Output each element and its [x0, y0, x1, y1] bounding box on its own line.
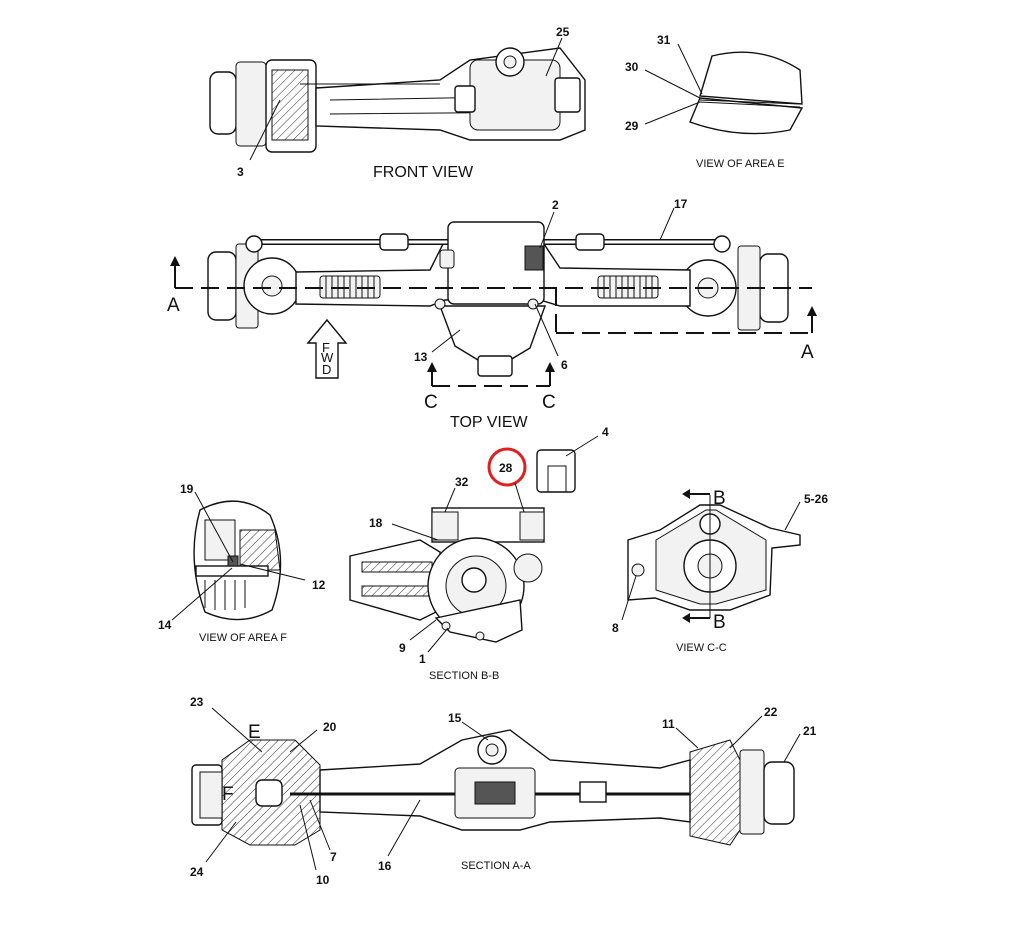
leader-5-26 [784, 501, 801, 531]
callout-4: 4 [602, 425, 609, 439]
callout-5-26: 5-26 [804, 492, 828, 506]
callout-6: 6 [561, 358, 568, 372]
callout-2: 2 [552, 198, 559, 212]
callout-18: 18 [369, 516, 383, 530]
top-view-title: TOP VIEW [450, 414, 529, 431]
leader-8 [621, 575, 637, 621]
leader-23 [211, 707, 263, 753]
callout-13: 13 [414, 350, 428, 364]
callout-8: 8 [612, 621, 619, 635]
leader-20 [289, 729, 318, 753]
leader-16 [387, 799, 421, 857]
callout-12: 12 [312, 578, 326, 592]
callout-9: 9 [399, 641, 406, 655]
leader-2 [539, 211, 555, 249]
leader-18 [391, 523, 439, 541]
leader-14 [171, 567, 233, 621]
leader-28 [514, 482, 525, 513]
leader-4 [565, 435, 599, 457]
callout-3: 3 [237, 165, 244, 179]
leader-3 [249, 99, 281, 161]
callout-1: 1 [419, 652, 426, 666]
callout-7: 7 [330, 850, 337, 864]
leader-9 [409, 619, 437, 641]
callout-25: 25 [556, 25, 570, 39]
section-aa-title: SECTION A-A [461, 860, 531, 872]
fwd-letter-w: W [321, 350, 334, 365]
view-cc-drawing [627, 495, 801, 618]
leader-21 [783, 733, 801, 763]
callout-23: 23 [190, 695, 204, 709]
area-f-title: VIEW OF AREA F [199, 632, 287, 644]
callout-30: 30 [625, 60, 639, 74]
section-letter-c-left: C [424, 392, 438, 413]
callout-16: 16 [378, 859, 392, 873]
leader-25 [545, 37, 563, 77]
callout-17: 17 [674, 197, 688, 211]
leader-29 [644, 101, 701, 125]
section-letter-a-right: A [801, 342, 814, 363]
fwd-letter-d: D [322, 362, 331, 377]
leader-1 [427, 627, 449, 653]
callout-21: 21 [803, 724, 817, 738]
callout-32: 32 [455, 475, 469, 489]
section-letter-b-top: B [713, 488, 726, 509]
section-letter-e: E [248, 722, 261, 743]
leader-13 [431, 329, 461, 353]
leader-19 [194, 491, 234, 563]
leader-22 [729, 715, 763, 749]
callout-15: 15 [448, 711, 462, 725]
callout-10: 10 [316, 873, 330, 887]
section-letter-a-left: A [167, 295, 180, 316]
fwd-arrow-icon [306, 318, 348, 379]
leader-10 [299, 804, 317, 871]
fwd-letter-f: F [322, 340, 330, 355]
section-letter-c-right: C [542, 392, 556, 413]
section-aa-drawing [191, 729, 795, 846]
leader-31 [677, 43, 703, 95]
leader-6 [534, 303, 559, 357]
highlight-circle-28 [487, 447, 527, 487]
section-bb-title: SECTION B-B [429, 670, 499, 682]
leader-17 [659, 207, 675, 241]
callout-19: 19 [180, 482, 194, 496]
front-view-title: FRONT VIEW [373, 164, 474, 181]
leader-30 [644, 69, 701, 99]
area-f-drawing [193, 500, 282, 621]
top-view-drawing [207, 221, 789, 377]
callout-28: 28 [499, 461, 513, 475]
leader-11 [675, 727, 699, 749]
leader-7 [309, 799, 331, 851]
callout-31: 31 [657, 33, 671, 47]
callout-29: 29 [625, 119, 639, 133]
leader-32 [444, 487, 456, 513]
section-letter-f: F [222, 784, 234, 805]
leader-24 [205, 821, 237, 863]
front-view-drawing [209, 47, 586, 153]
view-cc-title: VIEW C-C [676, 642, 727, 654]
callout-11: 11 [662, 717, 675, 731]
section-bb-drawing [349, 449, 576, 643]
area-e-title: VIEW OF AREA E [696, 158, 785, 170]
callout-24: 24 [190, 865, 204, 879]
callout-20: 20 [323, 720, 337, 734]
callout-14: 14 [158, 618, 172, 632]
section-letter-b-bottom: B [713, 612, 726, 633]
callout-22: 22 [764, 705, 778, 719]
leader-12 [239, 563, 306, 581]
area-e-drawing [689, 51, 804, 135]
leader-15 [461, 721, 489, 741]
